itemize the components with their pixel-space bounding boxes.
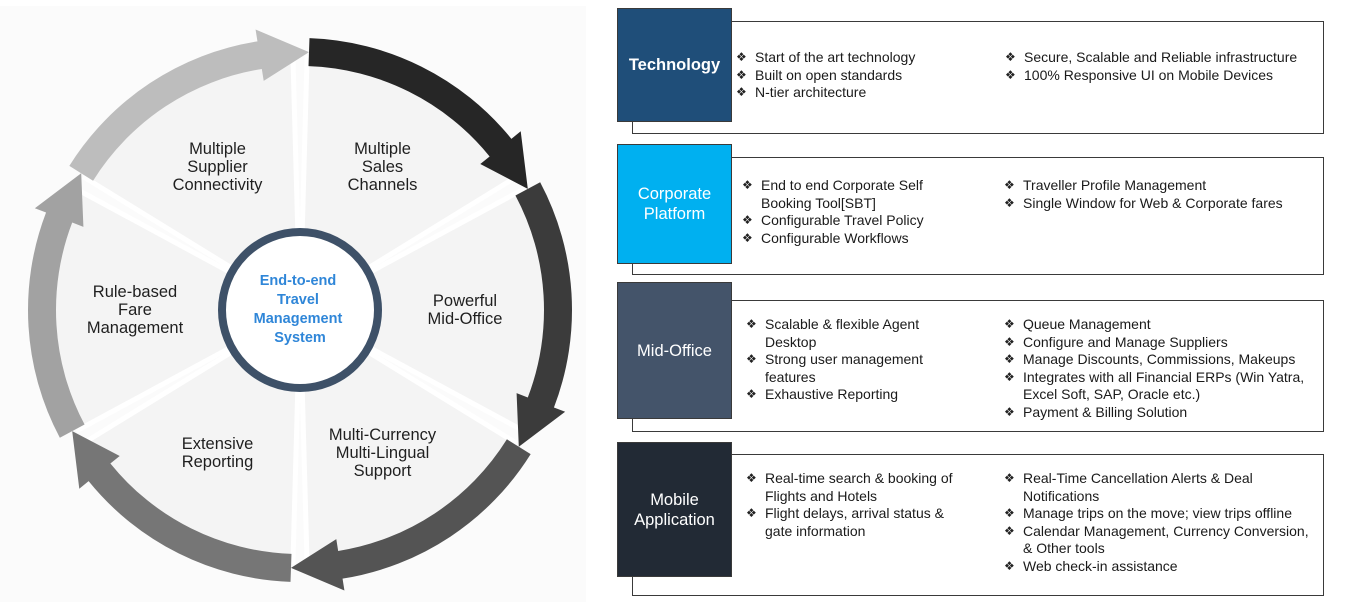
segment-label-line: Multiple (354, 140, 411, 158)
feature-item: End to end Corporate Self Booking Tool[S… (742, 177, 967, 212)
feature-item: Single Window for Web & Corporate fares (1004, 195, 1316, 213)
right-column: Real-Time Cancellation Alerts & Deal Not… (1004, 470, 1316, 575)
panel-title: Mobile Application (617, 442, 732, 577)
panel-body: End to end Corporate Self Booking Tool[S… (632, 157, 1324, 275)
left-column: Start of the art technology Built on ope… (736, 49, 981, 102)
center-line: System (274, 330, 326, 346)
feature-item: Queue Management (1004, 316, 1316, 334)
panel-title: Corporate Platform (617, 144, 732, 264)
panel-title: Technology (617, 8, 732, 122)
segment-label-line: Mid-Office (428, 310, 503, 328)
right-column: Secure, Scalable and Reliable infrastruc… (1005, 49, 1317, 84)
feature-item: Flight delays, arrival status & gate inf… (746, 505, 971, 540)
feature-item: Configurable Travel Policy (742, 212, 967, 230)
center-ring (218, 228, 382, 392)
feature-item: Real-time search & booking of Flights an… (746, 470, 971, 505)
feature-item: Secure, Scalable and Reliable infrastruc… (1005, 49, 1317, 67)
panel-title: Mid-Office (617, 282, 732, 419)
segment-label-line: Supplier (187, 158, 248, 176)
feature-item: 100% Responsive UI on Mobile Devices (1005, 67, 1317, 85)
feature-item: Manage Discounts, Commissions, Makeups (1004, 351, 1316, 369)
center-title: End-to-end Travel Management System (254, 273, 347, 346)
feature-item: Exhaustive Reporting (746, 386, 946, 404)
arrow-supplier-connectivity (69, 29, 310, 181)
feature-item: Integrates with all Financial ERPs (Win … (1004, 369, 1316, 404)
panel-body: Scalable & flexible Agent Desktop Strong… (632, 300, 1324, 432)
left-column: End to end Corporate Self Booking Tool[S… (742, 177, 967, 247)
feature-item: Strong user management features (746, 351, 946, 386)
feature-item: Real-Time Cancellation Alerts & Deal Not… (1004, 470, 1316, 505)
segment-label-line: Management (87, 319, 184, 337)
feature-item: Payment & Billing Solution (1004, 404, 1316, 422)
segment-label-line: Connectivity (173, 176, 264, 194)
panel-body: Real-time search & booking of Flights an… (632, 454, 1324, 596)
feature-item: Traveller Profile Management (1004, 177, 1316, 195)
segment-label-line: Multi-Lingual (336, 444, 430, 462)
segment-label-line: Multiple (189, 140, 246, 158)
arrow-mid-office (515, 182, 573, 447)
segment-label-line: Multi-Currency (329, 426, 437, 444)
feature-item: N-tier architecture (736, 84, 981, 102)
right-column: Queue Management Configure and Manage Su… (1004, 316, 1316, 421)
center-line: Management (254, 311, 343, 327)
feature-item: Built on open standards (736, 67, 981, 85)
segment-label-line: Fare (118, 301, 152, 319)
feature-item: Configure and Manage Suppliers (1004, 334, 1316, 352)
segment-label-line: Powerful (433, 292, 497, 310)
center-line: Travel (277, 292, 319, 308)
feature-item: Scalable & flexible Agent Desktop (746, 316, 946, 351)
feature-item: Configurable Workflows (742, 230, 967, 248)
center-line: End-to-end (260, 273, 337, 289)
arrow-sales-channels (308, 38, 528, 189)
left-column: Real-time search & booking of Flights an… (746, 470, 971, 540)
feature-item: Manage trips on the move; view trips off… (1004, 505, 1316, 523)
arrow-fare-management (28, 173, 85, 438)
left-column: Scalable & flexible Agent Desktop Strong… (746, 316, 946, 404)
feature-item: Start of the art technology (736, 49, 981, 67)
segment-label-line: Extensive (182, 435, 254, 453)
segment-label-line: Support (354, 462, 412, 480)
segment-label-line: Channels (348, 176, 418, 194)
right-column: Traveller Profile Management Single Wind… (1004, 177, 1316, 212)
feature-item: Calendar Management, Currency Conversion… (1004, 523, 1316, 558)
segment-label-line: Reporting (182, 453, 254, 471)
segment-label-line: Rule-based (93, 283, 177, 301)
feature-item: Web check-in assistance (1004, 558, 1316, 576)
segment-label-line: Sales (362, 158, 403, 176)
arrow-multi-currency (290, 439, 531, 591)
arrow-reporting (72, 431, 292, 582)
panel-body: Start of the art technology Built on ope… (632, 21, 1324, 134)
